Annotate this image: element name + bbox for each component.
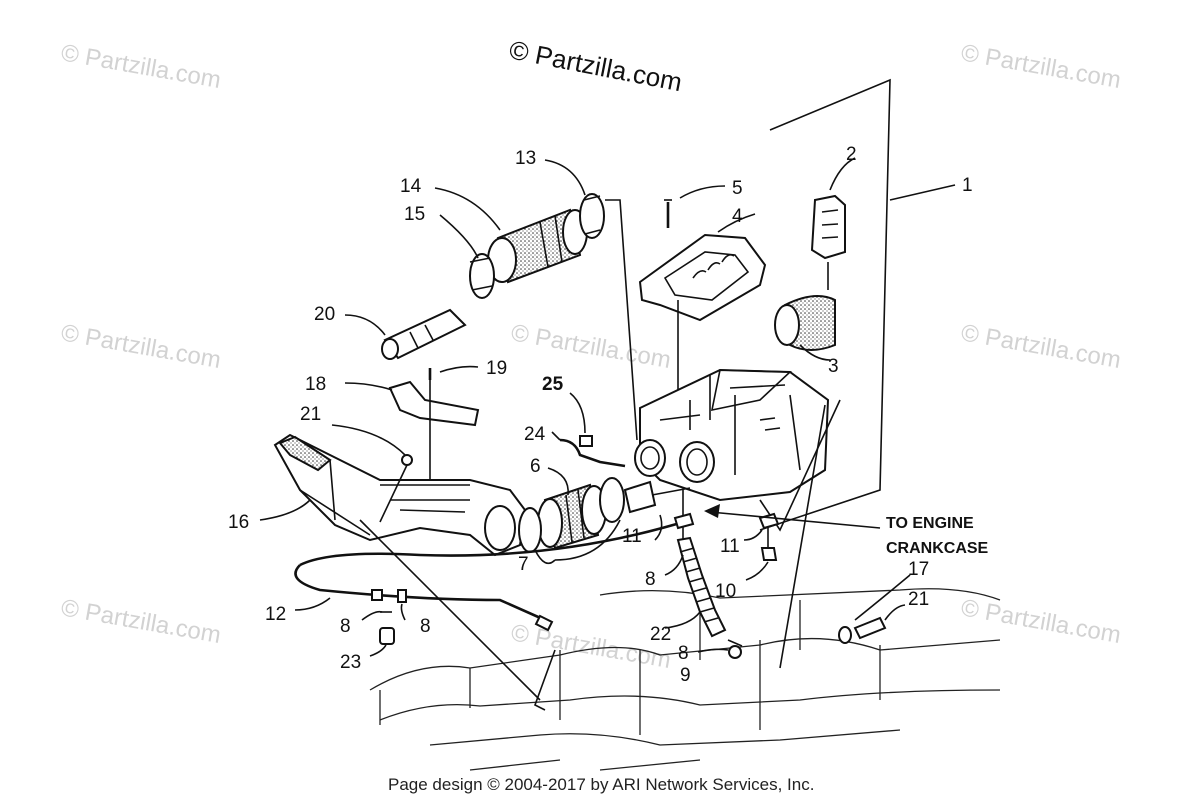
leader-13 xyxy=(544,159,586,196)
label-25: 25 xyxy=(542,374,564,395)
part-14-intake-tube xyxy=(487,208,588,284)
label-9: 9 xyxy=(680,665,691,686)
watermarks: © Partzilla.com © Partzilla.com © Partzi… xyxy=(59,39,1123,674)
part-2-clip xyxy=(810,157,856,290)
part-21-bolt-top xyxy=(331,424,413,523)
label-6: 6 xyxy=(530,456,541,477)
part-3-filter xyxy=(774,295,836,361)
part-labels: 1 2 3 4 5 6 7 8 8 8 8 9 10 11 11 12 13 1… xyxy=(228,144,973,686)
label-21a: 21 xyxy=(300,404,321,425)
watermark-main: © Partzilla.com xyxy=(507,34,685,97)
part-20-tube xyxy=(344,308,467,360)
part-5-screw xyxy=(664,185,726,390)
crankcase-arrow xyxy=(704,504,881,529)
watermark-mid-center: © Partzilla.com xyxy=(509,319,673,374)
watermark-bottom-left: © Partzilla.com xyxy=(59,594,223,649)
label-14: 14 xyxy=(400,176,422,197)
label-8c: 8 xyxy=(420,616,431,637)
watermark-mid-left: © Partzilla.com xyxy=(59,319,223,374)
label-8b: 8 xyxy=(340,616,351,637)
label-22: 22 xyxy=(650,624,671,645)
watermark-mid-right: © Partzilla.com xyxy=(959,319,1123,374)
label-20: 20 xyxy=(314,304,335,325)
label-13: 13 xyxy=(515,148,536,169)
part-6-coupler xyxy=(537,467,607,550)
label-12: 12 xyxy=(265,604,286,625)
label-11b: 11 xyxy=(720,536,740,557)
part-4-lid xyxy=(638,213,767,322)
label-8a: 8 xyxy=(645,569,656,590)
watermark-bottom-center: © Partzilla.com xyxy=(509,619,673,674)
part-10-11-fitting xyxy=(743,512,780,581)
label-21b: 21 xyxy=(908,589,929,610)
guide-line-16 xyxy=(359,519,541,701)
label-17: 17 xyxy=(908,559,929,580)
label-18: 18 xyxy=(305,374,326,395)
part-24-hose xyxy=(551,392,626,468)
leader-14 xyxy=(434,187,501,231)
part-7-clamps xyxy=(518,477,625,565)
watermark-top-left: © Partzilla.com xyxy=(59,39,223,94)
label-15: 15 xyxy=(404,204,425,225)
part-18-strap xyxy=(344,380,480,427)
part-16-intake-duct xyxy=(259,433,527,557)
group-bracket-1 xyxy=(759,78,956,531)
part-23-cap xyxy=(369,627,395,657)
label-19: 19 xyxy=(486,358,507,379)
label-1: 1 xyxy=(962,175,973,196)
callout-line-2: CRANKCASE xyxy=(886,540,989,557)
part-19-screw xyxy=(428,365,479,495)
label-23: 23 xyxy=(340,652,361,673)
label-3: 3 xyxy=(828,356,839,377)
watermark-top-right: © Partzilla.com xyxy=(959,39,1123,94)
part-17-21-bolt xyxy=(838,574,911,644)
label-24: 24 xyxy=(524,424,546,445)
label-7: 7 xyxy=(518,554,529,575)
label-4: 4 xyxy=(732,206,743,227)
part-12-hose xyxy=(294,518,691,632)
part-15-clamp xyxy=(469,253,495,299)
label-2: 2 xyxy=(846,144,857,165)
label-11a: 11 xyxy=(622,526,642,547)
callout-line-1: TO ENGINE xyxy=(886,515,974,532)
label-5: 5 xyxy=(732,178,743,199)
part-8-clamps-left xyxy=(361,589,407,621)
label-16: 16 xyxy=(228,512,249,533)
airbox xyxy=(605,199,841,669)
leader-15 xyxy=(439,214,479,259)
label-8d: 8 xyxy=(678,643,689,664)
part-8-clamps-right xyxy=(664,512,743,659)
label-10: 10 xyxy=(715,581,736,602)
footer-copyright: Page design © 2004-2017 by ARI Network S… xyxy=(388,775,814,794)
chassis-frame xyxy=(369,588,1001,771)
part-13-clamp xyxy=(579,193,605,239)
